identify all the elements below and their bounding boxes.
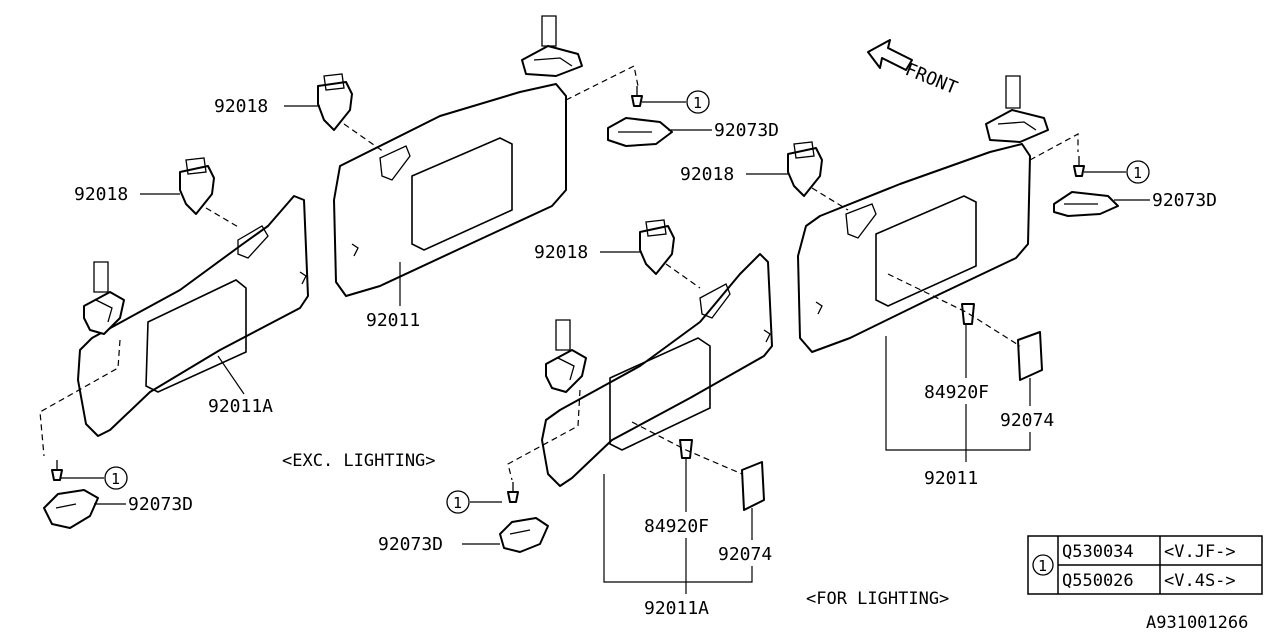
screw-2 — [631, 86, 643, 107]
callout-hook-1: 92073D — [128, 494, 193, 515]
screw-4 — [1073, 156, 1085, 177]
callout-lens-2: 92074 — [1000, 410, 1054, 431]
note-exc-lighting: <EXC. LIGHTING> — [282, 451, 436, 471]
callout-clip-1: 92018 — [74, 184, 128, 205]
callout-lens-1: 92074 — [718, 544, 772, 565]
visor-clip-1 — [179, 157, 215, 215]
table-ref-number: 1 — [1038, 557, 1047, 575]
visor-exc-lighting-right — [333, 15, 583, 297]
visor-for-lighting-right — [797, 75, 1049, 381]
hook-3 — [499, 517, 549, 553]
table-part-2: Q550026 — [1062, 571, 1134, 591]
callout-hook-3: 92073D — [378, 534, 443, 555]
screw-1 — [51, 460, 63, 481]
diagram-code: A931001266 — [1146, 613, 1248, 633]
callout-visor-exc-right: 92011 — [366, 310, 420, 331]
ref-1-circle: 1 — [693, 94, 702, 112]
callout-visor-exc-left: 92011A — [208, 396, 273, 417]
table-applicability-2: <V.4S-> — [1164, 571, 1236, 591]
ref-1-circle: 1 — [1133, 164, 1142, 182]
callout-clip-4: 92018 — [680, 164, 734, 185]
visor-clip-3 — [639, 219, 675, 275]
callout-visor-for-left: 92011A — [644, 598, 709, 619]
note-for-lighting: <FOR LIGHTING> — [806, 589, 949, 609]
callout-hook-2: 92073D — [714, 120, 779, 141]
callout-lamp-1: 84920F — [644, 516, 709, 537]
visor-exc-lighting-left — [77, 195, 309, 437]
callout-lamp-2: 84920F — [924, 382, 989, 403]
visor-clip-2 — [317, 73, 353, 131]
table-applicability-1: <V.JF-> — [1164, 542, 1236, 562]
callout-clip-2: 92018 — [214, 96, 268, 117]
ref-1-circle: 1 — [453, 494, 462, 512]
callout-clip-3: 92018 — [534, 242, 588, 263]
front-arrow-icon — [867, 39, 913, 71]
visor-for-lighting-left — [541, 253, 773, 511]
visor-clip-4 — [787, 141, 823, 197]
callout-visor-for-right: 92011 — [924, 468, 978, 489]
front-label: FRONT — [902, 59, 960, 99]
hook-2 — [607, 117, 673, 147]
screw-reference-table: 1 Q530034 <V.JF-> Q550026 <V.4S-> — [1027, 535, 1263, 595]
table-part-1: Q530034 — [1062, 542, 1134, 562]
screw-3 — [507, 482, 519, 503]
hook-1 — [43, 489, 99, 529]
hook-4 — [1053, 191, 1119, 217]
ref-1-circle: 1 — [111, 470, 120, 488]
callout-hook-4: 92073D — [1152, 190, 1217, 211]
